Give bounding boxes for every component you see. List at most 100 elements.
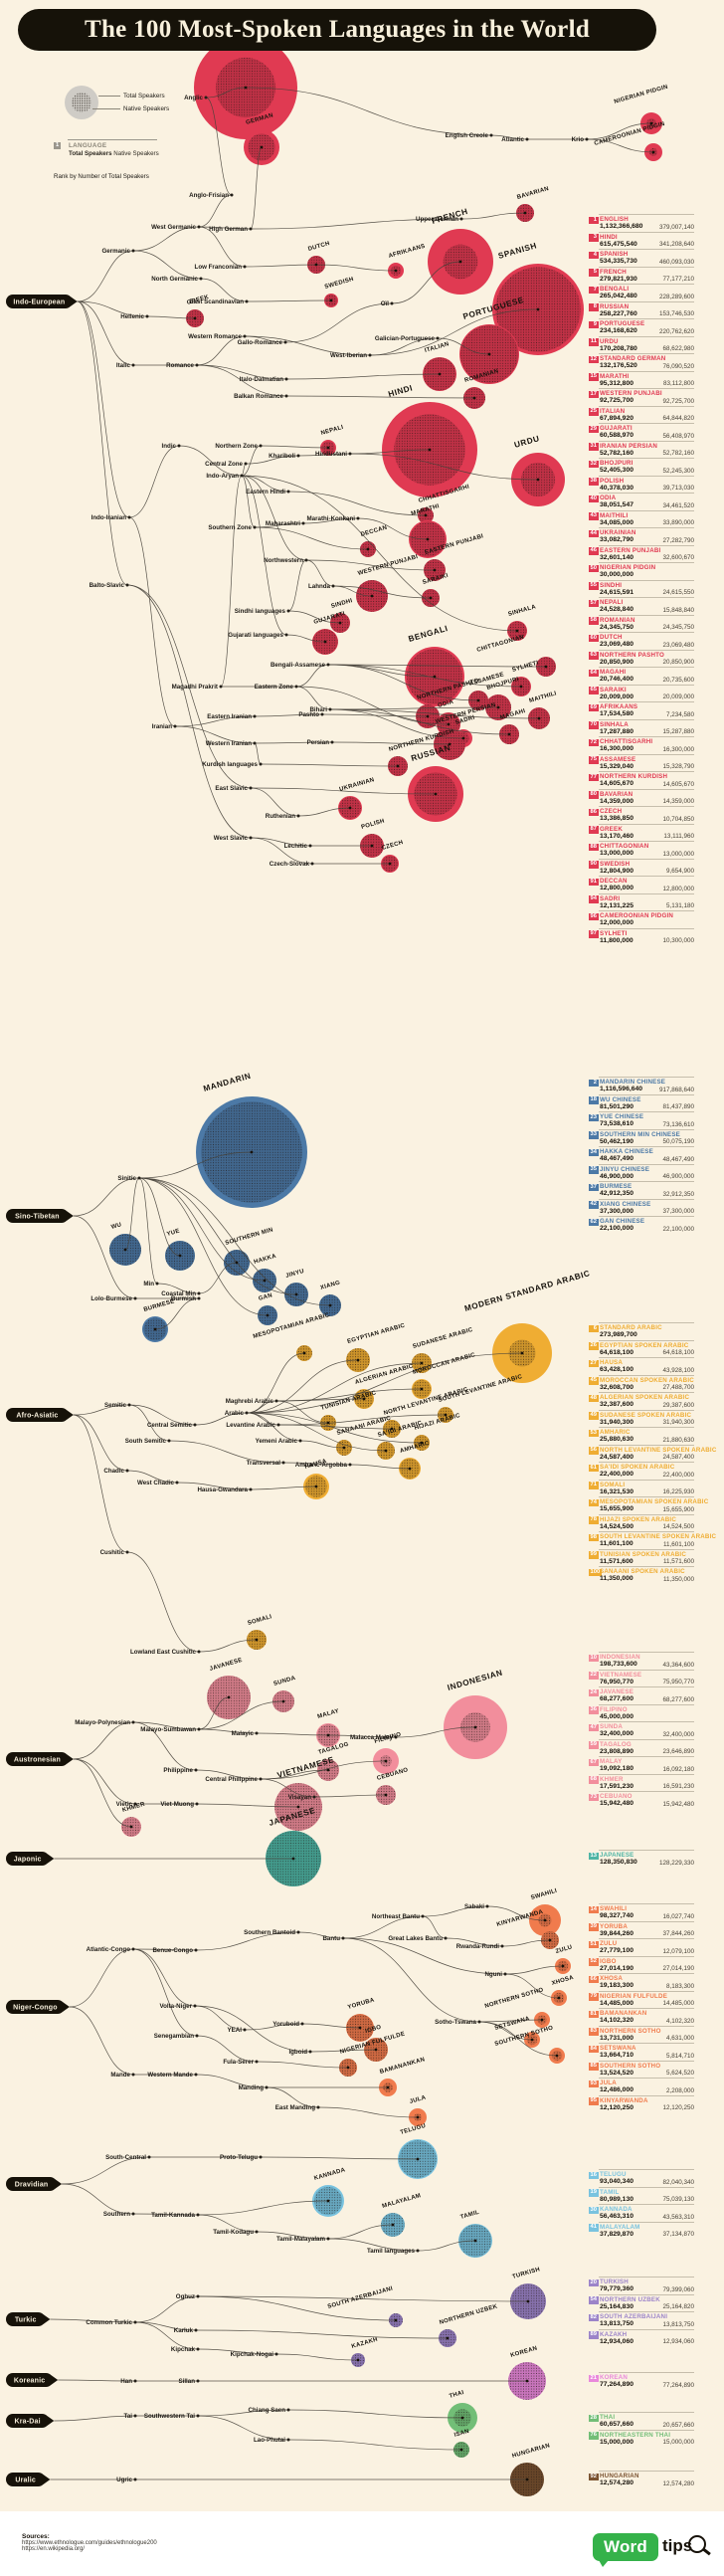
branch-label-kurd: Kurdish languages — [202, 761, 258, 768]
total-speakers: 37,300,000 — [600, 1207, 634, 1215]
branch-label-magadhi: Magadhi Prakrit — [172, 684, 218, 691]
rank-badge: 33 — [589, 1131, 599, 1139]
language-name: CZECH — [600, 808, 623, 816]
total-speakers: 17,287,880 — [600, 727, 634, 735]
family-pill-tip-ur — [43, 2475, 51, 2484]
language-name: KANNADA — [600, 2206, 633, 2214]
native-speakers: 379,007,140 — [658, 223, 694, 231]
tree-edge — [73, 1404, 130, 1416]
bubble-label-hungarian: HUNGARIAN — [511, 2443, 551, 2460]
total-speakers: 234,168,620 — [600, 327, 637, 335]
bubble-center-dot — [390, 1427, 394, 1431]
branch-node-persian — [330, 740, 334, 744]
native-speakers: 220,762,620 — [658, 327, 694, 335]
total-speakers: 13,813,750 — [600, 2320, 634, 2328]
tree-edge — [417, 2240, 476, 2252]
rank-badge: 18 — [589, 1096, 599, 1104]
rank-badge: 76 — [589, 2432, 599, 2440]
rank-badge: 92 — [589, 2473, 599, 2480]
branch-label-karluk: Karluk — [174, 2327, 194, 2334]
tree-edge — [62, 2156, 150, 2185]
language-name: TAGALOG — [600, 1740, 632, 1748]
rank-badge: 74 — [589, 1498, 599, 1506]
branch-node-ptel — [259, 2155, 263, 2159]
tree-edge — [197, 2295, 397, 2321]
branch-label-vn: Volta-Niger — [159, 2003, 192, 2010]
branch-label-ez: Eastern Zone — [255, 684, 294, 691]
tree-edge — [128, 445, 180, 518]
family-pill-label-kr: Koreanic — [14, 2378, 46, 2385]
rank-badge: 16 — [589, 2171, 599, 2179]
language-name: HINDI — [600, 233, 618, 241]
tree-edge — [132, 2213, 199, 2216]
tree-edge — [126, 1551, 200, 1653]
rank-badge: 23 — [589, 1113, 599, 1121]
rank-badge: 41 — [589, 2224, 599, 2232]
tree-edge — [250, 787, 299, 817]
tree-edge — [315, 264, 397, 272]
tree-edge — [194, 1412, 248, 1426]
bubble-center-dot — [433, 675, 437, 679]
rank-badge: 27 — [589, 1359, 599, 1367]
legend-line-native — [92, 108, 120, 109]
native-speakers: 79,399,060 — [662, 2285, 694, 2293]
total-speakers: 20,746,400 — [600, 676, 634, 684]
family-pill-aa — [6, 1408, 69, 1422]
bubble-center-dot — [384, 1793, 388, 1797]
tree-edge — [260, 1778, 315, 1798]
branch-label-hellenic: Hellenic — [120, 313, 144, 320]
branch-node-chadic — [125, 1469, 129, 1473]
branch-node-escan — [245, 299, 249, 303]
branch-node-lec — [197, 1650, 201, 1654]
total-speakers: 16,321,530 — [600, 1487, 634, 1495]
total-speakers: 80,989,130 — [600, 2195, 634, 2203]
language-name: IRANIAN PERSIAN — [600, 442, 658, 450]
bubble-center-dot — [266, 1313, 270, 1317]
tree-edge — [321, 713, 429, 717]
native-speakers: 75,039,130 — [662, 2196, 694, 2204]
tree-edge — [198, 1700, 284, 1730]
rank-badge: 17 — [589, 390, 599, 398]
native-speakers: 341,208,640 — [658, 241, 694, 249]
branch-label-nebantu: Northeast Bantu — [372, 1913, 420, 1920]
total-speakers: 15,000,000 — [600, 2438, 634, 2446]
total-speakers: 79,779,360 — [600, 2285, 634, 2293]
legend-rank-total: Total Speakers — [69, 150, 112, 157]
total-speakers: 60,657,660 — [600, 2421, 634, 2429]
total-speakers: 534,335,730 — [600, 258, 637, 266]
branch-node-kn — [274, 2352, 278, 2356]
language-name: CHHATTISGARHI — [600, 738, 653, 746]
native-speakers: 33,890,000 — [662, 519, 694, 527]
language-name: ODIA — [600, 495, 617, 502]
bubble-center-dot — [438, 372, 442, 376]
rank-badge: 68 — [589, 1776, 599, 1784]
branch-label-wchad: West Chadic — [137, 1480, 175, 1486]
language-name: NORTHERN KURDISH — [600, 773, 668, 781]
language-name: TUNISIAN SPOKEN ARABIC — [600, 1550, 687, 1558]
rank-badge: 1 — [589, 216, 599, 224]
tree-edge — [77, 300, 128, 586]
tree-edge — [391, 261, 461, 304]
total-speakers: 20,850,900 — [600, 658, 634, 666]
branch-node-emand — [316, 2105, 320, 2109]
branch-label-eiran: Eastern Iranian — [207, 713, 252, 720]
branch-label-iran: Iranian — [152, 723, 173, 730]
branch-node-ug — [459, 217, 463, 221]
bubble-center-dot — [444, 1413, 448, 1417]
family-pill-label-nc: Niger-Congo — [13, 2005, 58, 2012]
branch-label-sbant: Southern Bantoid — [244, 1929, 295, 1936]
tree-edge — [73, 1414, 128, 1553]
tree-edge — [156, 1283, 200, 1294]
